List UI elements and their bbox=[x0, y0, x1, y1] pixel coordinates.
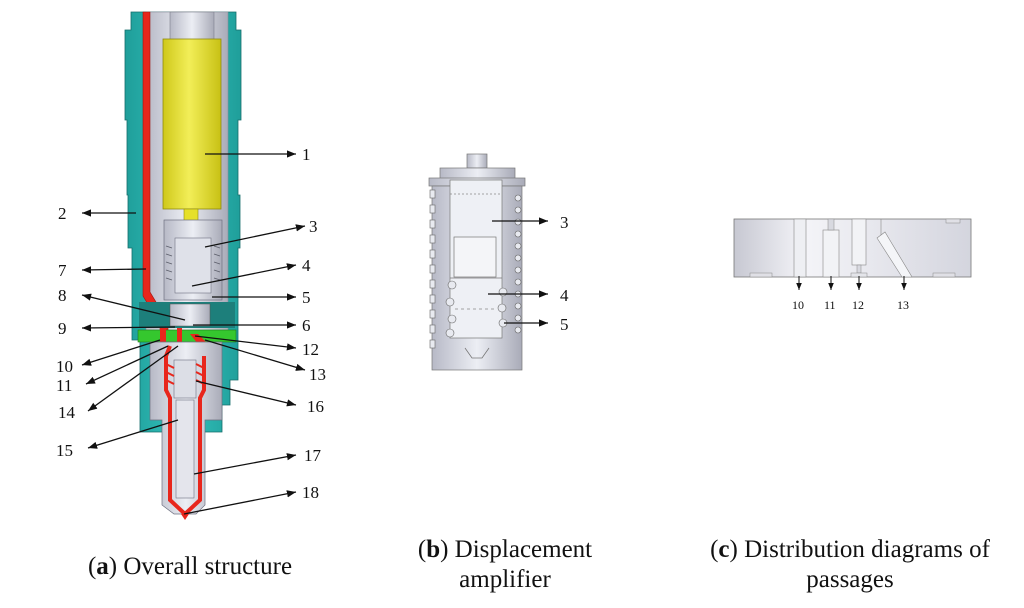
label-b-4: 4 bbox=[560, 286, 569, 305]
nozzle-tip bbox=[181, 514, 189, 520]
passage-13-channel bbox=[876, 231, 913, 278]
panel-a-overall-structure: 1 2 3 4 5 6 7 8 9 10 11 12 13 14 15 16 1… bbox=[56, 11, 326, 520]
label-b-3: 3 bbox=[560, 213, 569, 232]
label-1: 1 bbox=[302, 145, 311, 164]
leader-lines-c bbox=[796, 276, 907, 290]
control-valve bbox=[169, 303, 211, 327]
label-b-5: 5 bbox=[560, 315, 569, 334]
label-17: 17 bbox=[304, 446, 322, 465]
needle-upper bbox=[173, 359, 197, 399]
distributor-plate bbox=[137, 329, 237, 343]
passage-12-channel bbox=[851, 218, 867, 266]
passage-10-channel bbox=[793, 218, 807, 278]
caption-b: (b) Displacement amplifier bbox=[380, 535, 630, 595]
label-11: 11 bbox=[56, 376, 72, 395]
label-3: 3 bbox=[309, 217, 318, 236]
actuator-stem bbox=[183, 208, 199, 222]
caption-b-letter: b bbox=[426, 536, 441, 563]
label-14: 14 bbox=[58, 403, 76, 422]
needle-valve bbox=[175, 399, 195, 499]
caption-c-line2: passages bbox=[806, 566, 894, 593]
label-8: 8 bbox=[58, 286, 67, 305]
label-c-12: 12 bbox=[852, 298, 864, 312]
label-18: 18 bbox=[302, 483, 319, 502]
top-connector bbox=[169, 11, 215, 41]
caption-b-text: Displacement bbox=[448, 536, 593, 563]
caption-a-letter: a bbox=[96, 553, 109, 580]
label-2: 2 bbox=[58, 204, 67, 223]
caption-c-letter: c bbox=[718, 536, 730, 563]
label-4: 4 bbox=[302, 256, 311, 275]
label-5: 5 bbox=[302, 288, 311, 307]
arrow-17 bbox=[193, 453, 297, 475]
label-9: 9 bbox=[58, 319, 67, 338]
arrow-12 bbox=[194, 335, 297, 351]
arrow-16 bbox=[195, 380, 297, 407]
panel-c-passage-distribution: 10 11 12 13 bbox=[733, 218, 972, 312]
leader-lines-b bbox=[488, 217, 548, 327]
amplifier-spring bbox=[165, 245, 221, 281]
arrow-14 bbox=[87, 345, 179, 412]
passage-11 bbox=[160, 328, 166, 346]
panel-b-displacement-amplifier: 3 4 5 bbox=[428, 153, 569, 371]
arrow-3 bbox=[204, 224, 306, 248]
caption-c: (c) Distribution diagrams of passages bbox=[680, 535, 1020, 595]
arrow-15 bbox=[87, 419, 179, 449]
amplifier-inner-spring bbox=[445, 280, 508, 338]
passage-13 bbox=[190, 334, 206, 344]
amplifier-top-stub bbox=[466, 153, 488, 169]
label-13: 13 bbox=[309, 365, 326, 384]
arrow-10 bbox=[81, 339, 161, 366]
label-16: 16 bbox=[307, 397, 324, 416]
arrow-4 bbox=[191, 263, 297, 287]
passage-12 bbox=[177, 328, 182, 344]
caption-b-line2: amplifier bbox=[459, 566, 551, 593]
caption-c-text: Distribution diagrams of bbox=[737, 536, 990, 563]
label-c-13: 13 bbox=[897, 298, 909, 312]
label-c-11: 11 bbox=[824, 298, 836, 312]
arrow-9 bbox=[81, 324, 176, 332]
arrow-13 bbox=[204, 339, 306, 371]
label-12: 12 bbox=[302, 340, 319, 359]
label-6: 6 bbox=[302, 316, 311, 335]
label-15: 15 bbox=[56, 441, 73, 460]
arrow-18 bbox=[183, 490, 297, 515]
arrow-8 bbox=[81, 293, 186, 321]
label-7: 7 bbox=[58, 261, 67, 280]
amplifier-small-piston bbox=[453, 236, 497, 278]
piezo-actuator bbox=[162, 38, 222, 210]
passage-11-channel bbox=[822, 229, 840, 278]
arrow-7 bbox=[81, 266, 147, 274]
leader-lines-a bbox=[81, 150, 306, 515]
caption-a: (a) Overall structure bbox=[87, 553, 293, 580]
arrow-11 bbox=[85, 345, 169, 385]
caption-a-text: Overall structure bbox=[117, 553, 293, 580]
label-10: 10 bbox=[56, 357, 73, 376]
label-c-10: 10 bbox=[792, 298, 804, 312]
